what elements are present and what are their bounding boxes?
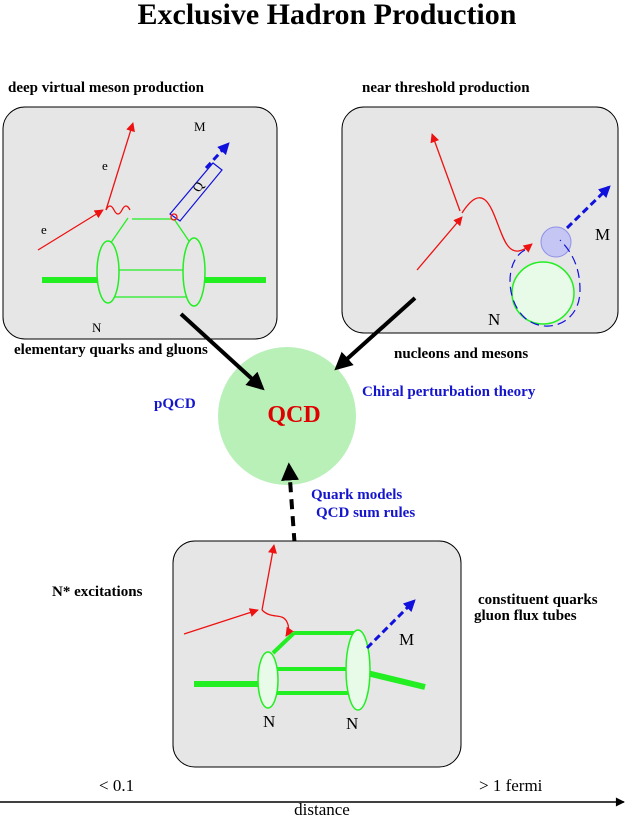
pqcd-label: pQCD [154,396,196,412]
threshold-panel: M N [341,106,619,334]
resonance-heading: N* excitations [52,584,143,600]
meson-label: M [194,119,206,134]
nucleon-out-label: N [346,714,358,733]
threshold-caption: nucleons and mesons [394,346,528,362]
axis-right-tick: > 1 fermi [479,776,543,795]
chiral-pt-label: Chiral perturbation theory [362,384,536,400]
incoming-electron [37,209,104,251]
virtual-photon [105,205,131,215]
electron-in-label: e [41,222,47,237]
meson-cloud [509,239,581,327]
outgoing-electron [105,122,135,211]
photon-line [461,197,533,253]
meson-label: M [595,225,610,244]
qcd-sum-rules-label: QCD sum rules [316,505,415,521]
meson-blob [540,226,572,258]
resonance-caption-2: gluon flux tubes [474,608,577,624]
resonance-caption-1: constituent quarks [478,592,598,608]
axis-label: distance [294,800,350,817]
nucleon-in-label: N [263,712,275,731]
photon-line [261,609,295,637]
nucleon-blob [257,651,279,709]
quark-models-label: Quark models [311,487,402,503]
resonance-panel: M N N [172,540,462,768]
quark-line [173,218,192,245]
nucleon-label: N [488,310,500,329]
axis-left-tick: < 0.1 [99,776,134,795]
incoming-electron [183,608,259,635]
outgoing-electron [261,544,277,611]
meson-arrow [204,142,230,170]
nucleon-blob [511,261,575,325]
incoming-electron [416,216,463,271]
dvmp-panel: e e M Q N [2,106,278,340]
electron-out-label: e [102,158,108,173]
meson-arrow [565,185,611,230]
arrow-threshold-to-qcd [334,296,417,371]
dvmp-heading: deep virtual meson production [8,80,205,96]
arrow-dvmp-to-qcd [179,312,265,391]
page-title: Exclusive Hadron Production [138,0,517,31]
quark-line [109,217,129,245]
threshold-heading: near threshold production [362,80,530,96]
outgoing-electron [430,133,461,212]
resonance-blob [345,629,371,711]
dvmp-caption: elementary quarks and gluons [14,342,208,358]
nucleon-line-out [366,670,426,690]
nucleon-blob [96,240,120,304]
meson-arrow [365,599,416,650]
vertex-dot [170,213,178,221]
flux-tube [271,631,296,655]
qcd-label: QCD [267,402,320,428]
nucleon-blob [182,237,206,307]
meson-label: M [399,630,414,649]
nucleon-label: N [92,320,102,335]
